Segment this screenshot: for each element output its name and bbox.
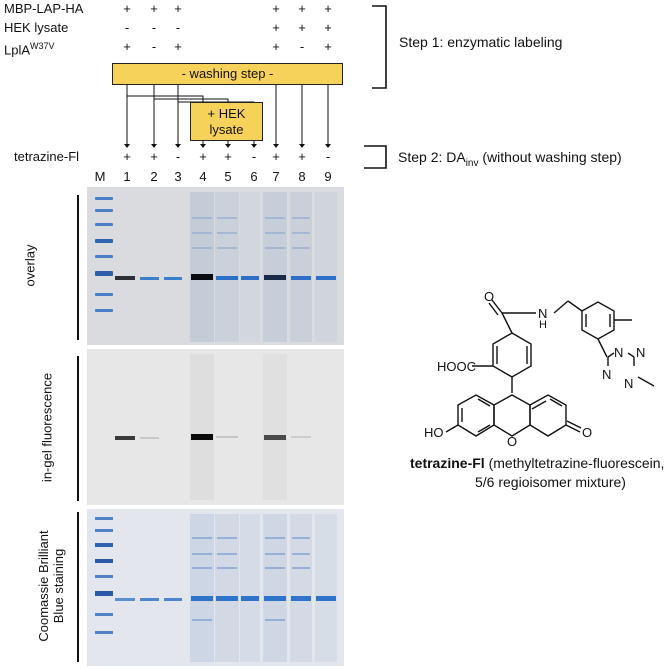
lane-marker: M xyxy=(94,169,106,184)
r3-sym: - xyxy=(151,39,157,54)
r3-sym: + xyxy=(174,39,182,54)
gel-coomassie-panel xyxy=(87,509,344,666)
r2-sym: - xyxy=(124,20,130,35)
label-hek-lysate: HEK lysate xyxy=(4,20,69,35)
hek-box-line1: + HEK xyxy=(207,106,246,121)
lane-number: 6 xyxy=(250,169,258,184)
atom-h-amide: H xyxy=(539,319,547,331)
tz-sym: + xyxy=(224,149,232,164)
tz-sym: + xyxy=(123,149,131,164)
r1-sym: + xyxy=(272,1,280,16)
gel-overlay-panel xyxy=(87,187,344,345)
r2-sym: + xyxy=(298,20,306,35)
r3-sym: + xyxy=(272,39,280,54)
lane-number: 7 xyxy=(272,169,280,184)
label-lpla: LplAW37V xyxy=(4,41,55,58)
molecule-caption-line1: tetrazine-Fl (methyltetrazine-fluorescei… xyxy=(410,455,665,471)
washing-step-box: - washing step - xyxy=(112,63,343,85)
atom-ho: HO xyxy=(424,425,444,440)
gel-overlay-image xyxy=(95,192,337,342)
fluorescence-side-bar xyxy=(77,356,79,501)
r3-sym: + xyxy=(123,39,131,54)
hek-lysate-box: + HEK lysate xyxy=(190,102,263,141)
r1-sym: + xyxy=(150,1,158,16)
lane-number: 5 xyxy=(224,169,232,184)
atom-o-ring: O xyxy=(507,434,518,449)
gel-coomassie-image xyxy=(95,514,337,662)
tz-sym: + xyxy=(272,149,280,164)
gel-fluorescence-image xyxy=(115,354,311,500)
overlay-side-bar xyxy=(77,195,79,340)
coomassie-side-bar xyxy=(77,512,79,662)
lane-number: 1 xyxy=(123,169,131,184)
r1-sym: + xyxy=(174,1,182,16)
atom-n1: N xyxy=(614,345,624,360)
tz-sym: - xyxy=(251,149,257,164)
r1-sym: + xyxy=(123,1,131,16)
lane-number: 4 xyxy=(199,169,207,184)
r1-sym: + xyxy=(298,1,306,16)
r2-sym: - xyxy=(151,20,157,35)
tz-sym: - xyxy=(175,149,181,164)
label-tetrazine: tetrazine-Fl xyxy=(14,149,80,164)
panel-label-overlay: overlay xyxy=(22,244,38,287)
lane-number: 8 xyxy=(298,169,306,184)
hek-box-line2: lysate xyxy=(209,122,244,137)
r2-sym: + xyxy=(324,20,332,35)
tz-sym: + xyxy=(199,149,207,164)
label-mbp-lap-ha: MBP-LAP-HA xyxy=(4,1,84,16)
panel-label-coomassie: Coomassie Brilliant Blue staining xyxy=(36,506,68,666)
atom-o-amide: O xyxy=(484,289,495,304)
lane-number: 3 xyxy=(174,169,182,184)
tz-sym: - xyxy=(325,149,331,164)
coomassie-line2: Blue staining xyxy=(51,548,66,624)
r2-sym: + xyxy=(272,20,280,35)
panel-label-fluorescence: in-gel fluorescence xyxy=(39,372,55,483)
r3-sym: - xyxy=(299,39,305,54)
r3-sym: + xyxy=(324,39,332,54)
step1-label: Step 1: enzymatic labeling xyxy=(399,34,563,50)
lane-number: 9 xyxy=(324,169,332,184)
lane-number: 2 xyxy=(150,169,158,184)
atom-n3: N xyxy=(602,367,612,382)
tz-sym: + xyxy=(298,149,306,164)
atom-n4: N xyxy=(624,376,634,391)
step2-label: Step 2: DAinv (without washing step) xyxy=(398,149,622,169)
r2-sym: - xyxy=(175,20,181,35)
molecule-caption-line2: 5/6 regioisomer mixture) xyxy=(475,474,626,490)
atom-o-keto: O xyxy=(582,425,593,440)
atom-hooc: HOOC xyxy=(437,359,476,374)
r1-sym: + xyxy=(324,1,332,16)
tz-sym: + xyxy=(150,149,158,164)
gel-fluorescence-panel xyxy=(87,349,344,505)
atom-n2: N xyxy=(636,345,646,360)
coomassie-line1: Coomassie Brilliant xyxy=(36,530,51,642)
atom-n-amide: N xyxy=(538,306,548,321)
